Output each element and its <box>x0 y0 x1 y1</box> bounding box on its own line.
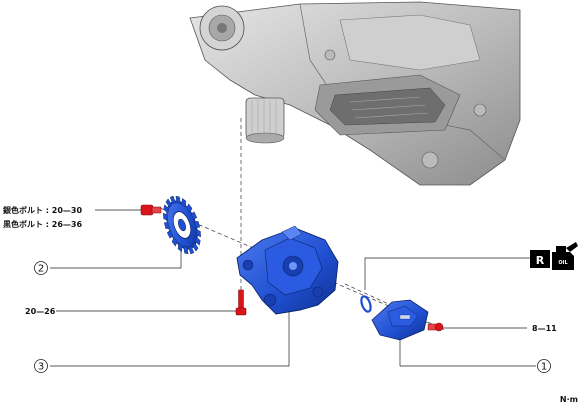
oil-symbol-letter: R <box>536 254 545 267</box>
oil-symbol-can-text: OIL <box>558 260 568 266</box>
oil-pump-sprocket <box>163 195 201 255</box>
strainer-bolt <box>427 322 444 332</box>
o-ring <box>360 295 372 313</box>
silver-bolt-torque-label: 銀色ボルト : 20—30 <box>2 205 82 215</box>
torque-unit-label: N·m <box>560 395 578 404</box>
right-bolt-torque-label: 8—11 <box>532 324 557 333</box>
oil-apply-symbol: R OIL <box>530 242 578 270</box>
callout-1-number: 1 <box>541 362 547 373</box>
black-bolt-torque-label: 黒色ボルト : 26—36 <box>3 219 82 229</box>
oil-strainer <box>371 299 429 341</box>
pump-mount-bolt <box>235 289 247 316</box>
callout-1: 1 <box>537 359 551 373</box>
oil-pump-body <box>236 225 339 315</box>
callout-3-number: 3 <box>38 362 44 373</box>
sprocket-bolt <box>140 204 162 216</box>
callout-2: 2 <box>34 261 48 275</box>
engine-block <box>189 1 521 186</box>
callout-3: 3 <box>34 359 48 373</box>
bottom-bolt-torque-label: 20—26 <box>25 307 56 316</box>
leader-lines <box>50 209 536 367</box>
callout-2-number: 2 <box>38 264 44 275</box>
